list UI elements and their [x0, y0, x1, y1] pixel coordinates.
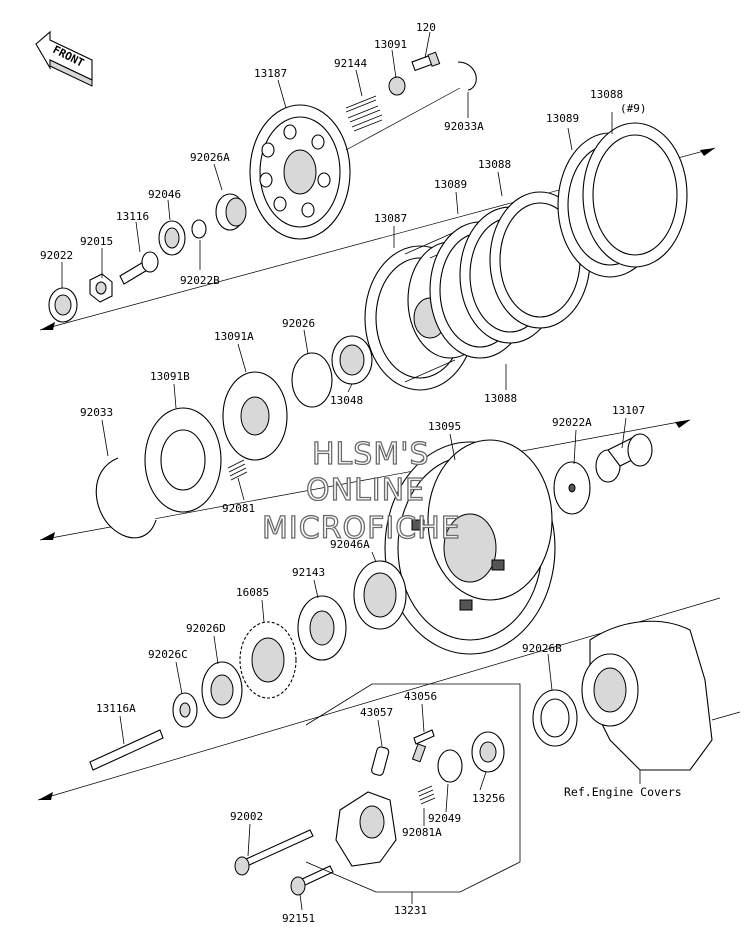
part-13091A-plate	[222, 371, 288, 461]
part-92046-bearing	[158, 220, 186, 256]
part-92144-spring	[345, 95, 383, 132]
label-13088-mid: 13088	[478, 158, 511, 171]
part-labels: 120 13091 13187 92144 92033A 13088 (#9) …	[40, 21, 682, 925]
label-9: (#9)	[620, 102, 647, 115]
part-92081A-spring	[417, 785, 436, 805]
part-13091-cap	[388, 76, 406, 96]
part-92002-bolt	[234, 829, 314, 876]
part-92026A-collar	[215, 193, 247, 231]
part-13256-piston	[471, 731, 505, 773]
label-13088-top: 13088	[590, 88, 623, 101]
label-92026B: 92026B	[522, 642, 562, 655]
part-13091B-plate	[144, 407, 222, 513]
label-92022A: 92022A	[552, 416, 592, 429]
label-43057: 43057	[360, 706, 393, 719]
label-13089-top: 13089	[546, 112, 579, 125]
part-13231-slave-cylinder	[335, 791, 397, 867]
label-92015: 92015	[80, 235, 113, 248]
label-13095: 13095	[428, 420, 461, 433]
label-92002: 92002	[230, 810, 263, 823]
label-92033A: 92033A	[444, 120, 484, 133]
label-13087: 13087	[374, 212, 407, 225]
watermark: HLSM'S ONLINE MICROFICHE	[261, 436, 461, 546]
part-92026B-gasket	[532, 689, 578, 747]
label-13091A: 13091A	[214, 330, 254, 343]
label-92022: 92022	[40, 249, 73, 262]
label-13088-low: 13088	[484, 392, 517, 405]
label-92026C: 92026C	[148, 648, 188, 661]
label-92026D: 92026D	[186, 622, 226, 635]
label-92022B: 92022B	[180, 274, 220, 287]
label-13116: 13116	[116, 210, 149, 223]
part-13048-sleeve	[331, 335, 373, 385]
label-92026: 92026	[282, 317, 315, 330]
label-13048: 13048	[330, 394, 363, 407]
part-92049-seal	[437, 749, 463, 783]
part-92026-ring	[291, 352, 333, 408]
label-92081: 92081	[222, 502, 255, 515]
watermark-line-2: ONLINE	[306, 473, 425, 508]
front-arrow-icon: FRONT	[35, 30, 93, 87]
part-92046A-needle-bearing	[353, 560, 407, 630]
watermark-line-1: HLSM'S	[312, 437, 430, 472]
part-13116A-rod	[89, 729, 164, 771]
label-43056: 43056	[404, 690, 437, 703]
part-13107-sleeve	[595, 433, 653, 483]
part-92081-spring	[227, 459, 248, 481]
label-92081A: 92081A	[402, 826, 442, 839]
engine-cover-outline	[581, 620, 741, 771]
label-13089-mid: 13089	[434, 178, 467, 191]
watermark-line-3: MICROFICHE	[262, 511, 461, 546]
part-92022-washer	[48, 287, 78, 323]
label-13231: 13231	[394, 904, 427, 917]
label-13256: 13256	[472, 792, 505, 805]
subassembly-bracket	[305, 683, 521, 893]
label-13187: 13187	[254, 67, 287, 80]
part-92033A-circlip	[457, 61, 477, 91]
label-13107: 13107	[612, 404, 645, 417]
part-120-bolt	[411, 51, 441, 72]
label-92143: 92143	[292, 566, 325, 579]
label-92151: 92151	[282, 912, 315, 925]
label-92046A: 92046A	[330, 538, 370, 551]
clutch-plates-stack	[429, 122, 688, 359]
label-92033: 92033	[80, 406, 113, 419]
part-92022B-washer	[191, 219, 207, 239]
label-92049: 92049	[428, 812, 461, 825]
leader-lines	[61, 31, 641, 911]
part-43057-cap	[371, 746, 390, 776]
label-92144: 92144	[334, 57, 367, 70]
part-92143-collar	[297, 595, 347, 661]
part-92026D-washer	[201, 661, 243, 719]
label-120: 120	[416, 21, 436, 34]
part-92151-bolt	[290, 865, 334, 896]
label-92026A: 92026A	[190, 151, 230, 164]
part-92022A-washer	[553, 461, 591, 515]
label-13091: 13091	[374, 38, 407, 51]
part-92015-nut	[89, 273, 113, 303]
part-13095-clutch-housing	[384, 439, 556, 655]
part-92026C-washer	[172, 692, 198, 728]
label-16085: 16085	[236, 586, 269, 599]
label-13116A: 13116A	[96, 702, 136, 715]
label-92046: 92046	[148, 188, 181, 201]
label-13091B: 13091B	[150, 370, 190, 383]
part-16085-gear	[239, 621, 297, 699]
part-43056-bleeder	[411, 729, 435, 763]
part-13187-pressure-plate	[249, 87, 461, 240]
part-92033-circlip	[95, 457, 157, 539]
ref-engine-covers: Ref.Engine Covers	[564, 785, 682, 799]
part-13116-push-rod	[119, 251, 159, 285]
